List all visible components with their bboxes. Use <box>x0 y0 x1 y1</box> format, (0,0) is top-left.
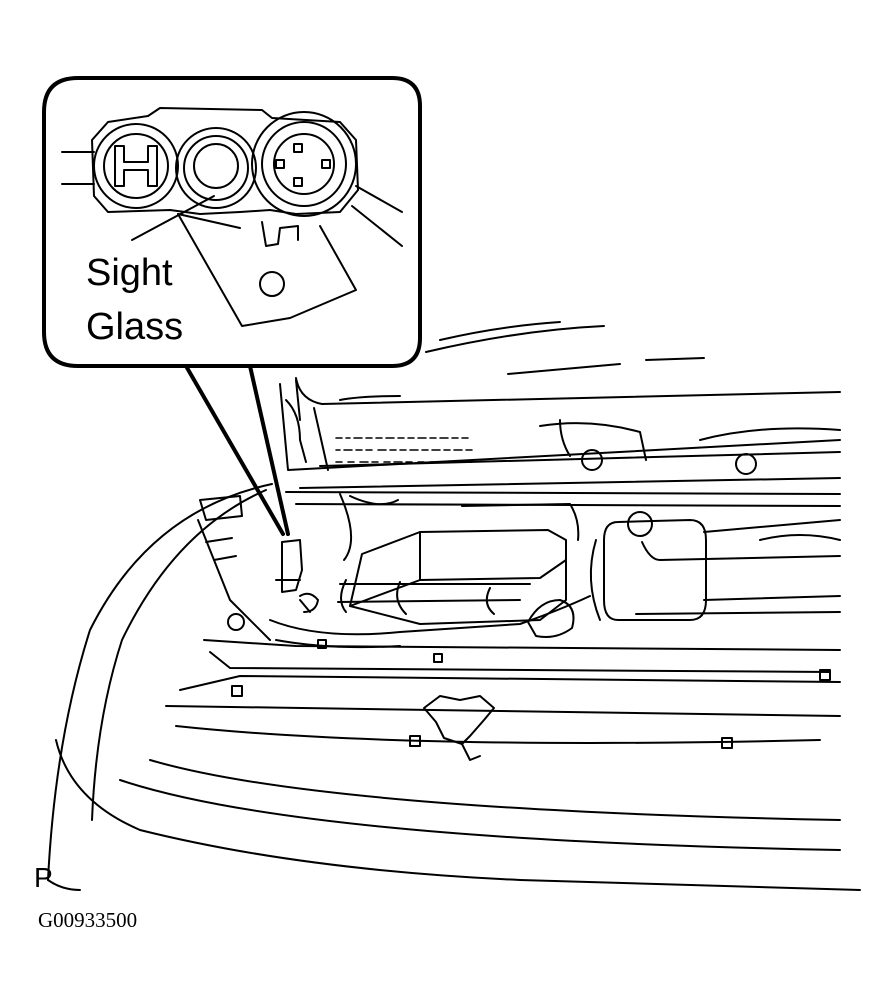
connector-h <box>93 123 179 209</box>
connector-right-outer <box>251 111 357 217</box>
callout-frame <box>42 76 422 368</box>
intake-hose <box>269 595 591 636</box>
sight-glass-leader <box>131 195 215 241</box>
sight-glass-outer <box>175 127 257 209</box>
upper-radiator-support <box>203 639 841 673</box>
engine-components <box>165 491 841 761</box>
front-bumper <box>55 739 861 891</box>
switch-housing <box>91 107 359 215</box>
h-glyph <box>114 145 158 187</box>
bracket-bolt-hole <box>259 271 285 297</box>
sight-glass-label-line1: Sight <box>86 252 173 294</box>
mounting-bracket <box>177 213 357 327</box>
callout-pointer <box>184 364 290 536</box>
receiver-dryer <box>281 539 303 593</box>
hood-latch <box>423 695 495 745</box>
hood-edge <box>425 321 705 375</box>
sight-glass-label-line2: Glass <box>86 306 184 348</box>
fender-outer <box>47 483 273 881</box>
car-body <box>47 483 861 891</box>
sight-glass-lens <box>193 143 239 189</box>
cowl-panel <box>279 377 841 489</box>
corner-mark: P <box>34 862 53 893</box>
fluid-cap <box>527 599 575 638</box>
air-cleaner <box>349 529 567 625</box>
figure-id: G00933500 <box>38 908 138 932</box>
coolant-reservoir <box>603 519 707 621</box>
pressure-switch-assembly <box>61 107 403 327</box>
callout-box <box>42 76 422 536</box>
radiator <box>635 519 841 615</box>
